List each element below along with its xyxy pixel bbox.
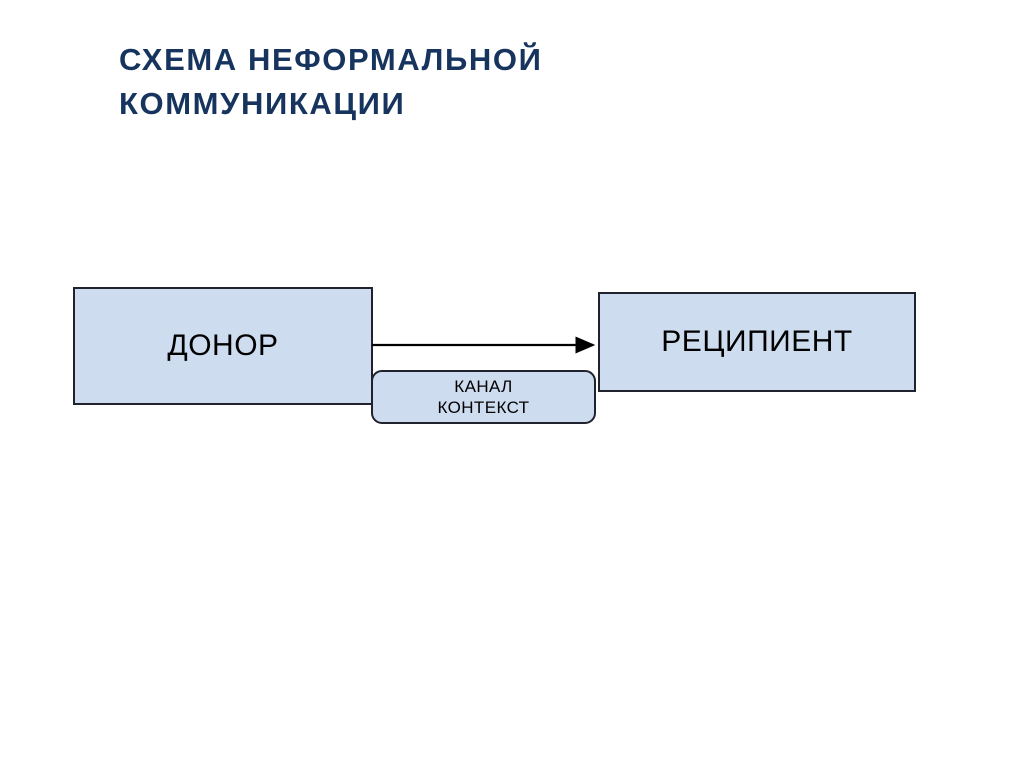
diagram-node-channel-context[interactable]: КАНАЛ КОНТЕКСТ	[371, 370, 596, 424]
diagram-node-recipient-label: РЕЦИПИЕНТ	[661, 325, 853, 358]
diagram-node-recipient[interactable]: РЕЦИПИЕНТ	[598, 292, 916, 392]
diagram-node-donor-label: ДОНОР	[167, 329, 279, 362]
diagram-node-donor[interactable]: ДОНОР	[73, 287, 373, 405]
diagram-node-channel-context-label: КАНАЛ КОНТЕКСТ	[437, 377, 530, 417]
page-title: СХЕМА НЕФОРМАЛЬНОЙ КОММУНИКАЦИИ	[119, 42, 543, 121]
